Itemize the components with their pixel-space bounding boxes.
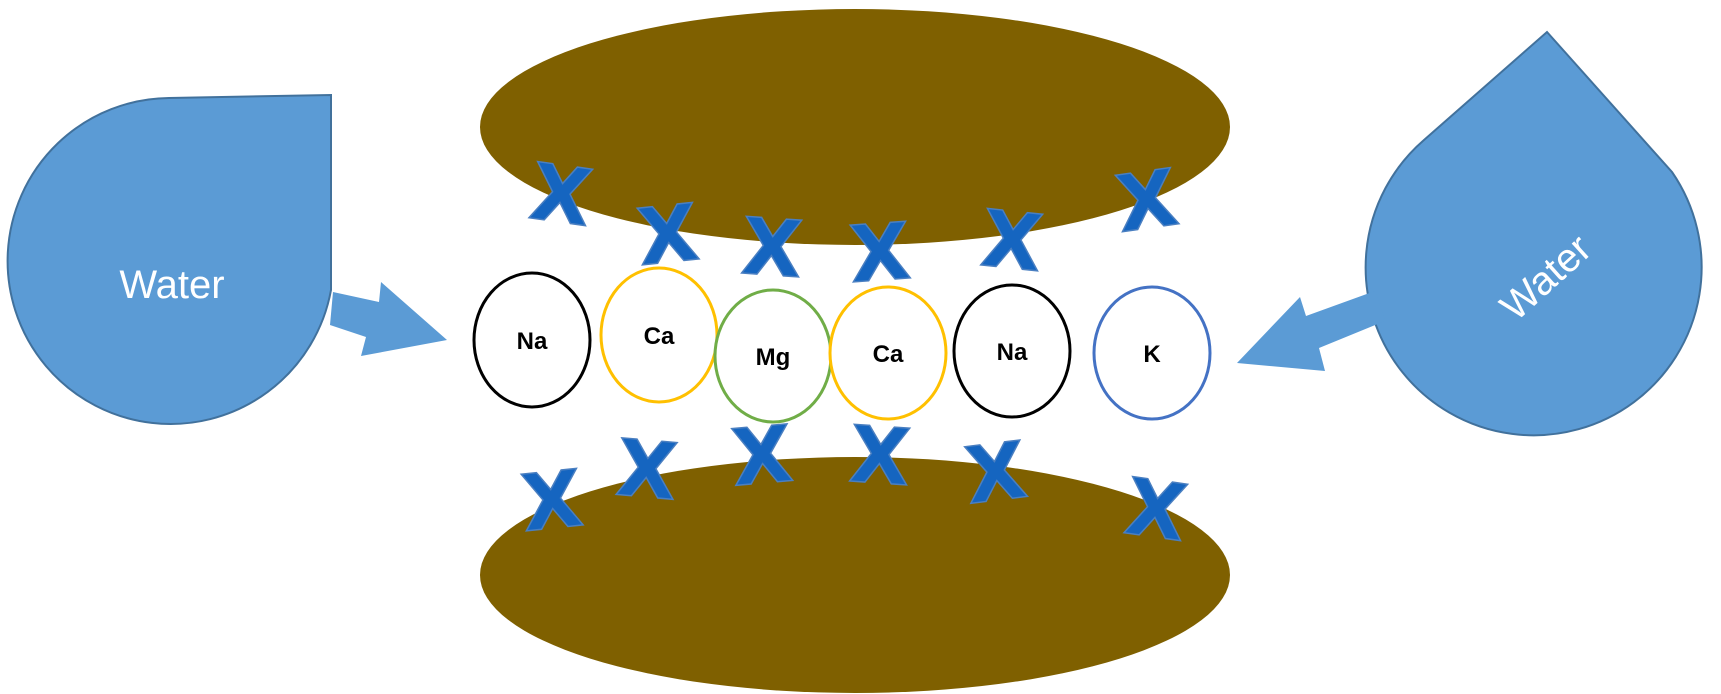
ion-symbol: Ca [644,323,675,350]
ion-ca: Ca [599,266,719,404]
ion-na: Na [472,271,592,409]
ion-row: Na Ca Mg Ca Na K [472,266,1212,424]
blocked-x-icon: X [517,454,586,550]
ion-symbol: Ca [873,341,904,368]
clay-particle-top [480,9,1230,245]
ion-symbol: Na [997,339,1028,366]
blocked-x-icon: X [1111,153,1183,250]
blocked-x-icon: X [1120,462,1192,559]
water-drop-icon [6,93,332,425]
ion-mg: Mg [713,288,833,424]
blocked-x-icon: X [633,188,702,284]
blocked-x-icon: X [977,194,1046,290]
clay-particle-bottom [480,457,1230,693]
ion-k: K [1092,285,1212,421]
blocked-x-icon: X [847,207,913,301]
water-label-left: Water [119,263,224,307]
arrow-right-icon [330,282,447,356]
blocked-x-icon: X [847,410,913,504]
x-marks-top: X X X X X X [524,146,1184,301]
ion-symbol: K [1143,341,1161,368]
ion-na: Na [952,283,1072,419]
water-drop-left: Water [6,93,332,425]
ion-symbol: Na [517,328,548,355]
arrow-left-icon [1237,291,1385,371]
blocked-x-icon: X [961,426,1032,523]
blocked-x-icon: X [525,147,597,244]
water-drop-right: Water [1364,30,1703,437]
x-marks-bottom: X X X X X X [517,409,1193,561]
blocked-x-icon: X [728,410,796,505]
blocked-x-icon: X [739,202,805,296]
water-drop-icon [1364,30,1703,437]
blocked-x-icon: X [613,424,681,519]
ion-ca: Ca [828,285,948,421]
ion-symbol: Mg [756,344,791,371]
